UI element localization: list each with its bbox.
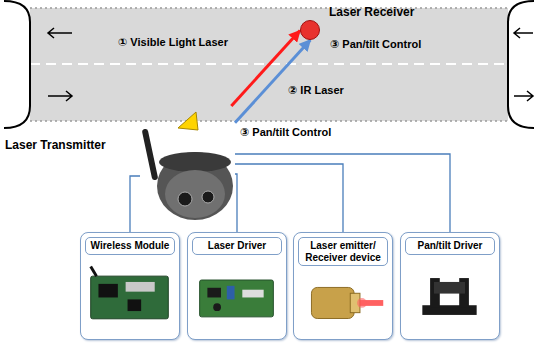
edge-label: ② IR Laser [288, 84, 344, 97]
edge-label: ① Visible Light Laser [118, 36, 228, 49]
road-bracket [508, 1, 534, 128]
mount-head [434, 282, 465, 294]
road-band [30, 8, 508, 121]
component-box: Wireless Module [80, 232, 180, 340]
trimmer [227, 286, 235, 300]
chip [128, 299, 142, 311]
wiring-line [235, 154, 450, 232]
antenna [142, 128, 159, 180]
lane-arrow [514, 28, 533, 38]
lane-arrow [48, 28, 72, 38]
lens [202, 191, 214, 203]
lens [178, 192, 192, 206]
road-edge [30, 7, 508, 9]
component-title: Pan/tilt Driver [405, 237, 495, 255]
laser-transmitter: Laser Transmitter [140, 106, 235, 223]
component-title: Wireless Module [85, 237, 175, 255]
emitter-body [311, 287, 354, 318]
lane-arrow [514, 91, 533, 101]
laser-glow [357, 298, 367, 308]
wiring-line [235, 174, 237, 232]
annotation: ③ Pan/tilt Control [330, 38, 421, 51]
illustration [401, 258, 498, 335]
component-title: Laser emitter/ Receiver device [298, 237, 388, 266]
annotation: ③ Pan/tilt Control [240, 126, 331, 139]
housing-top [159, 152, 231, 172]
node-label: Laser Transmitter [5, 138, 106, 152]
lane-arrow [48, 91, 72, 101]
component-box: Laser Driver [187, 232, 287, 340]
illustration [140, 106, 235, 223]
road-bracket [4, 1, 30, 128]
connector [126, 282, 155, 292]
header-pins [242, 290, 263, 298]
illustration [294, 269, 391, 335]
housing [157, 152, 233, 220]
wiring-line [235, 164, 343, 232]
component-box: Laser emitter/ Receiver device [293, 232, 393, 340]
component-title: Laser Driver [192, 237, 282, 255]
circuit-board [91, 276, 169, 319]
illustration [81, 258, 178, 335]
illustration [188, 258, 285, 335]
capacitor [213, 303, 221, 311]
antenna [91, 266, 97, 276]
component-box: Pan/tilt Driver [400, 232, 500, 340]
laser-receiver: Laser Receiver [300, 20, 320, 40]
chip [98, 284, 117, 298]
chip [207, 288, 221, 298]
laser-head [178, 112, 198, 130]
dome [165, 170, 225, 218]
circuit-board [200, 280, 274, 317]
road-edge [30, 120, 508, 122]
wiring-line [130, 176, 140, 232]
node-label: Laser Receiver [329, 5, 414, 19]
laser-beam-arrow [235, 40, 310, 123]
